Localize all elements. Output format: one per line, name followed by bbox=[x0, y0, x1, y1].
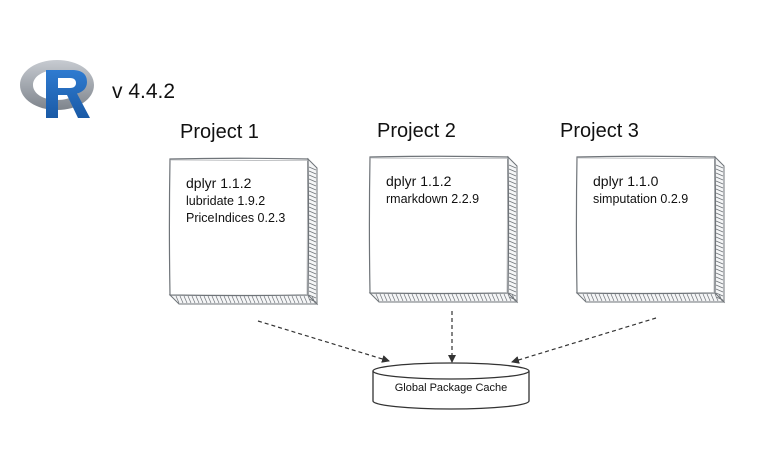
global-package-cache: Global Package Cache bbox=[371, 361, 531, 411]
cache-cylinder-icon bbox=[372, 362, 530, 410]
package-item: PriceIndices 0.2.3 bbox=[186, 211, 286, 225]
package-item: dplyr 1.1.2 bbox=[186, 175, 252, 191]
project-3-package-list: dplyr 1.1.0 simputation 0.2.9 bbox=[593, 172, 688, 208]
project-2-title: Project 2 bbox=[377, 120, 456, 142]
project-2-package-list: dplyr 1.1.2 rmarkdown 2.2.9 bbox=[386, 172, 479, 208]
package-item: lubridate 1.9.2 bbox=[186, 194, 266, 208]
arrow-project-3-to-cache bbox=[511, 317, 657, 364]
package-item: dplyr 1.1.2 bbox=[386, 173, 452, 189]
project-3-title: Project 3 bbox=[560, 120, 639, 142]
r-logo-icon bbox=[18, 58, 98, 120]
package-item: rmarkdown 2.2.9 bbox=[386, 192, 480, 206]
project-1-package-list: dplyr 1.1.2 lubridate 1.9.2 PriceIndices… bbox=[186, 174, 285, 227]
package-item: simputation 0.2.9 bbox=[593, 192, 689, 206]
project-1-title: Project 1 bbox=[180, 121, 259, 143]
project-3-library-box: dplyr 1.1.0 simputation 0.2.9 bbox=[575, 155, 730, 307]
package-item: dplyr 1.1.0 bbox=[593, 173, 659, 189]
r-version-label: v 4.4.2 bbox=[112, 80, 176, 103]
project-1-library-box: dplyr 1.1.2 lubridate 1.9.2 PriceIndices… bbox=[168, 157, 323, 309]
arrow-project-1-to-cache bbox=[257, 320, 390, 363]
cache-label: Global Package Cache bbox=[394, 382, 508, 394]
project-2-library-box: dplyr 1.1.2 rmarkdown 2.2.9 bbox=[368, 155, 523, 307]
